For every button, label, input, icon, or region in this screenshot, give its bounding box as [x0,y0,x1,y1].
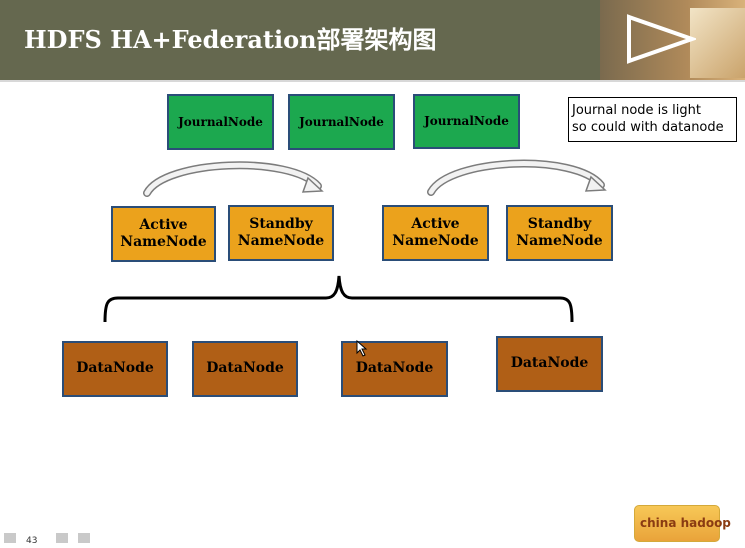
active-namenode-2: Active NameNode [382,205,489,261]
mouse-cursor-icon [356,339,368,357]
title-bar: HDFS HA+Federation部署架构图 [0,0,745,80]
next-slide-button[interactable] [78,533,90,543]
slide-title: HDFS HA+Federation部署架构图 [24,25,437,54]
logo-wordmark: china hadoop [640,516,731,530]
standby-namenode-1: Standby NameNode [228,205,334,261]
datanode-brace [103,275,574,323]
annotation-note: Journal node is light so could with data… [568,97,737,142]
prev-slide-button[interactable] [4,533,16,543]
datanode-1: DataNode [62,341,168,397]
failover-arrow-left [143,161,324,197]
journalnode-1: JournalNode [167,94,274,150]
journalnode-2: JournalNode [288,94,395,150]
pen-image [690,8,745,78]
journalnode-3: JournalNode [413,94,520,149]
standby-namenode-2: Standby NameNode [506,205,613,261]
slide-menu-button[interactable] [56,533,68,543]
play-triangle-icon [627,14,696,64]
page-number: 43 [26,536,38,546]
datanode-2: DataNode [192,341,298,397]
china-hadoop-logo: china hadoop [634,505,731,542]
datanode-4: DataNode [496,336,603,392]
header-separator [0,80,745,82]
failover-arrow-right [427,159,607,196]
active-namenode-1: Active NameNode [111,206,216,262]
